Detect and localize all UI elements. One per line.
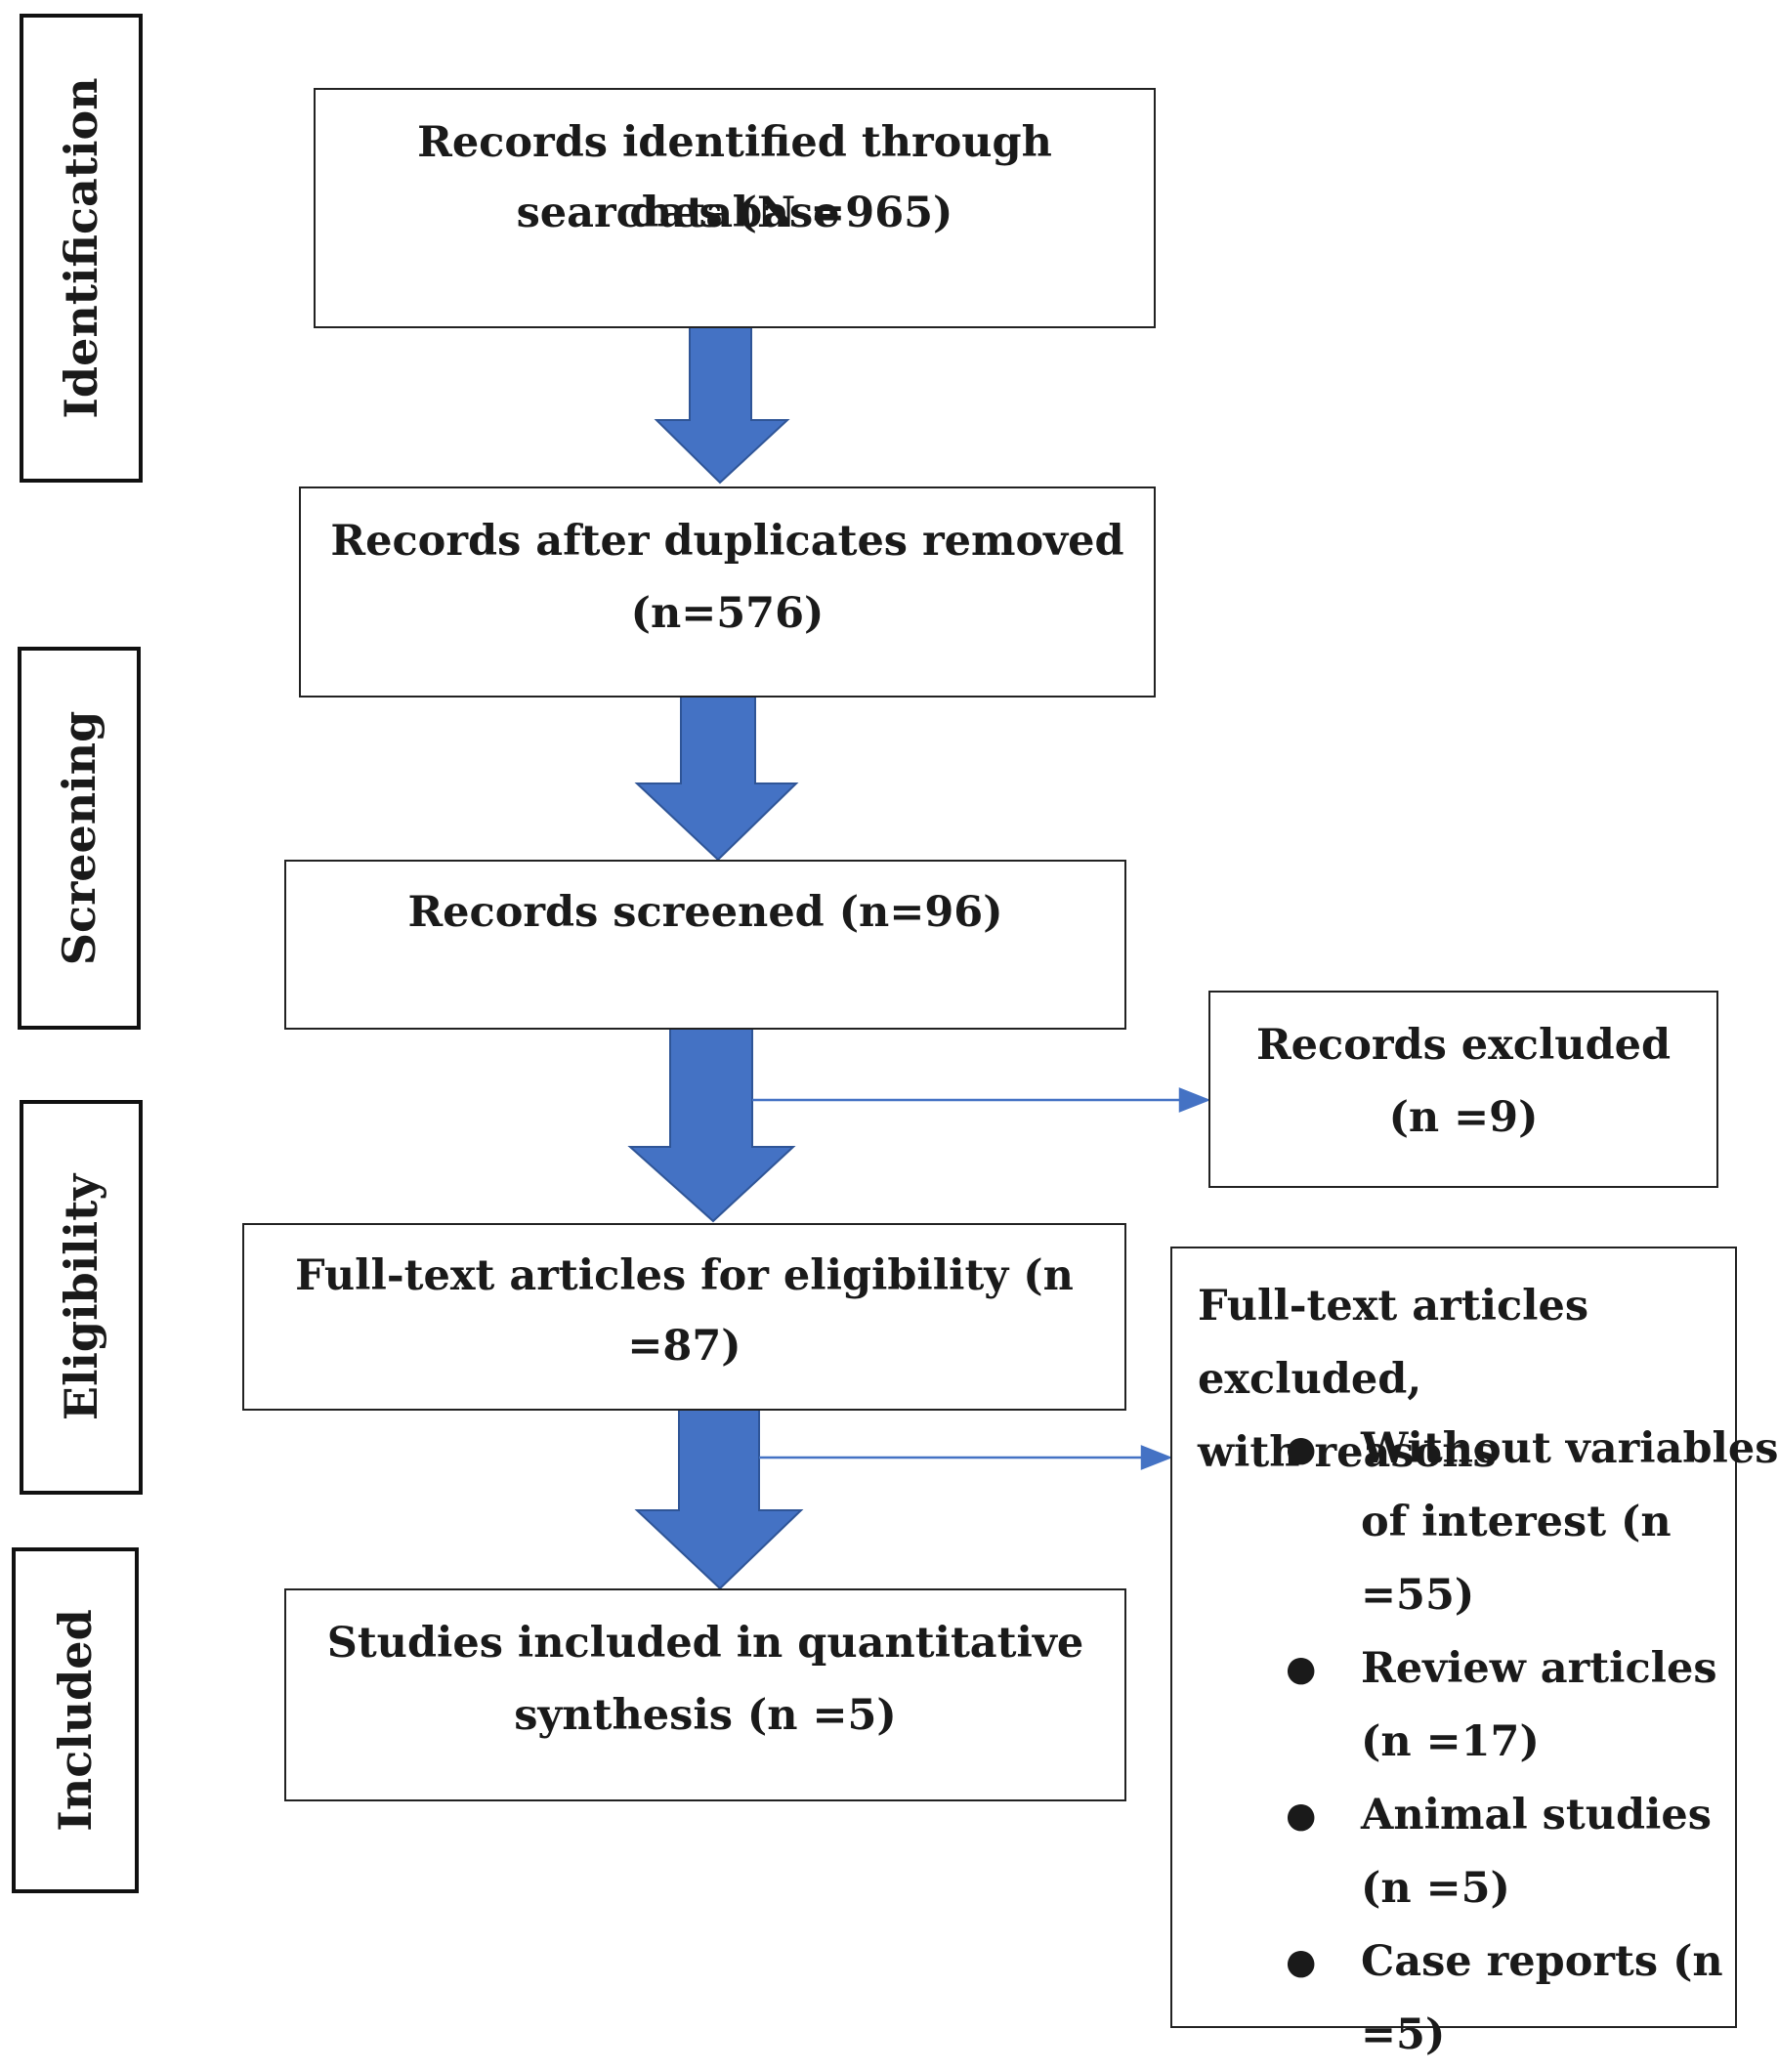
identified-line2: searches (N =965) (516, 189, 953, 237)
reason-line1: Animal studies (1361, 1791, 1712, 1839)
box-records-excluded (1208, 991, 1718, 1188)
stage-identification: Identification (20, 14, 143, 483)
bullet-icon: ● (1286, 1648, 1317, 1689)
stage-screening: Screening (18, 647, 141, 1030)
side-arrow-1-head (1178, 1087, 1211, 1113)
reason-line1: Without variables (1361, 1424, 1778, 1473)
down-arrow-1 (654, 325, 790, 485)
fulltext-excluded-heading: Full-text articles excluded, with reason… (1198, 1270, 1737, 1490)
bullet-icon: ● (1286, 1941, 1317, 1982)
fulltext-excluded-heading-line1: Full-text articles excluded, (1198, 1282, 1589, 1404)
box-screened (284, 860, 1126, 1030)
included-line1: Studies included in quantitative (326, 1619, 1084, 1668)
deduplicated-line2: (n=576) (630, 589, 825, 638)
down-arrow-2 (634, 695, 799, 862)
side-arrow-2-head (1140, 1445, 1173, 1470)
reason-line2: (n =5) (1361, 1864, 1510, 1913)
stage-included: Included (12, 1547, 139, 1893)
box-identified (314, 88, 1156, 328)
box-fulltext-excluded (1170, 1247, 1737, 2028)
box-fulltext (242, 1223, 1126, 1411)
reason-line2: (n =17) (1361, 1717, 1540, 1766)
down-arrow-4 (634, 1408, 804, 1590)
box-deduplicated (299, 486, 1156, 698)
identified-line1: Records identified through database (417, 118, 1052, 237)
records-excluded-line1: Records excluded (1255, 1021, 1672, 1070)
reason-line1: Review articles (1361, 1644, 1717, 1693)
list-item: ● Case reports (n =5) (1170, 1925, 1778, 2072)
fulltext-excluded-heading-line2: with reasons (1198, 1428, 1497, 1477)
reason-line2: of interest (n =55) (1361, 1498, 1672, 1620)
stage-eligibility: Eligibility (20, 1100, 143, 1495)
screened-line1: Records screened (n=96) (407, 888, 1003, 937)
box-included (284, 1588, 1126, 1801)
exclusion-reasons-list: ● Without variables of interest (n =55) … (1170, 1413, 1778, 2072)
bullet-icon: ● (1286, 1428, 1317, 1469)
deduplicated-line1: Records after duplicates removed (330, 517, 1124, 566)
included-line2: synthesis (n =5) (514, 1691, 897, 1740)
down-arrow-3 (627, 1025, 796, 1223)
bullet-icon: ● (1286, 1795, 1317, 1836)
list-item: ● Without variables of interest (n =55) (1170, 1413, 1778, 1632)
list-item: ● Animal studies (n =5) (1170, 1779, 1778, 1925)
reason-line1: Case reports (n =5) (1361, 1937, 1723, 2059)
fulltext-excluded-content: Full-text articles excluded, with reason… (1170, 1247, 1778, 2059)
records-excluded-line2: (n =9) (1388, 1093, 1539, 1142)
fulltext-line1: Full-text articles for eligibility (n =8… (295, 1251, 1074, 1371)
list-item: ● Review articles (n =17) (1170, 1632, 1778, 1779)
